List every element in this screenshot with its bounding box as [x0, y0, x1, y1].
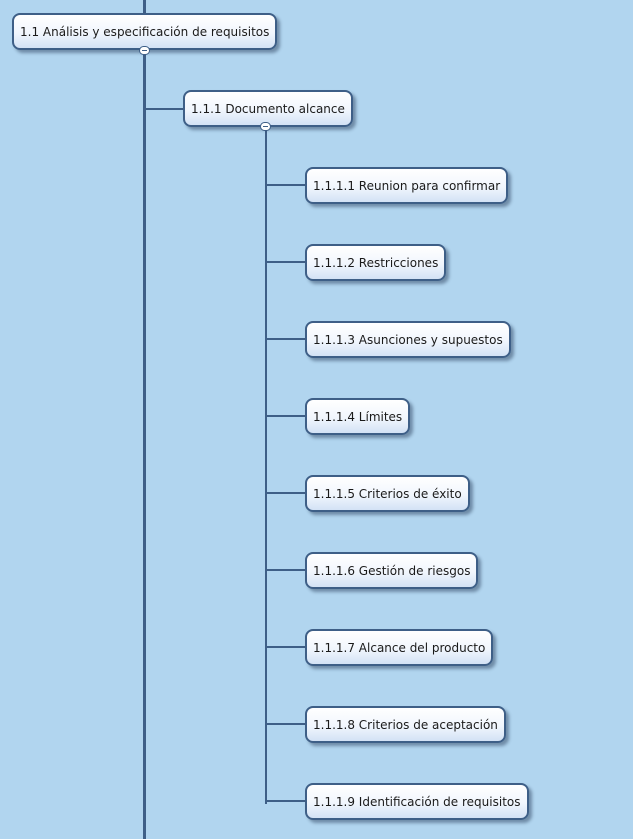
root-vertical-connector [143, 0, 146, 839]
child-connector [265, 800, 307, 802]
root-node-label: 1.1 Análisis y especificación de requisi… [20, 24, 270, 39]
child-node[interactable]: 1.1.1.9 Identificación de requisitos [305, 783, 529, 820]
child-node-label: 1.1.1.1 Reunion para confirmar [313, 178, 501, 193]
child-node[interactable]: 1.1.1.8 Criterios de aceptación [305, 706, 506, 743]
child-node-label: 1.1.1.5 Criterios de éxito [313, 486, 462, 501]
root-to-parent-connector [143, 108, 185, 110]
child-node[interactable]: 1.1.1.5 Criterios de éxito [305, 475, 470, 512]
child-connector [265, 261, 307, 263]
child-node-label: 1.1.1.4 Límites [313, 409, 403, 424]
child-node-label: 1.1.1.8 Criterios de aceptación [313, 717, 498, 732]
child-node-label: 1.1.1.3 Asunciones y supuestos [313, 332, 503, 347]
child-node-label: 1.1.1.9 Identificación de requisitos [313, 794, 521, 809]
root-node[interactable]: 1.1 Análisis y especificación de requisi… [12, 13, 278, 50]
child-node[interactable]: 1.1.1.7 Alcance del producto [305, 629, 494, 666]
child-node[interactable]: 1.1.1.1 Reunion para confirmar [305, 167, 509, 204]
child-node-label: 1.1.1.6 Gestión de riesgos [313, 563, 471, 578]
parent-node-label: 1.1.1 Documento alcance [191, 101, 345, 116]
child-node[interactable]: 1.1.1.4 Límites [305, 398, 411, 435]
parent-node[interactable]: 1.1.1 Documento alcance [183, 90, 353, 127]
child-connector [265, 415, 307, 417]
parent-vertical-connector [265, 127, 267, 804]
child-connector [265, 338, 307, 340]
child-connector [265, 569, 307, 571]
child-node-label: 1.1.1.2 Restricciones [313, 255, 439, 270]
child-node[interactable]: 1.1.1.3 Asunciones y supuestos [305, 321, 511, 358]
child-connector [265, 723, 307, 725]
child-connector [265, 646, 307, 648]
child-connector [265, 184, 307, 186]
parent-collapse-toggle[interactable] [260, 122, 271, 131]
child-connector [265, 492, 307, 494]
child-node[interactable]: 1.1.1.2 Restricciones [305, 244, 447, 281]
root-collapse-toggle[interactable] [139, 46, 150, 55]
child-node-label: 1.1.1.7 Alcance del producto [313, 640, 486, 655]
child-node[interactable]: 1.1.1.6 Gestión de riesgos [305, 552, 479, 589]
